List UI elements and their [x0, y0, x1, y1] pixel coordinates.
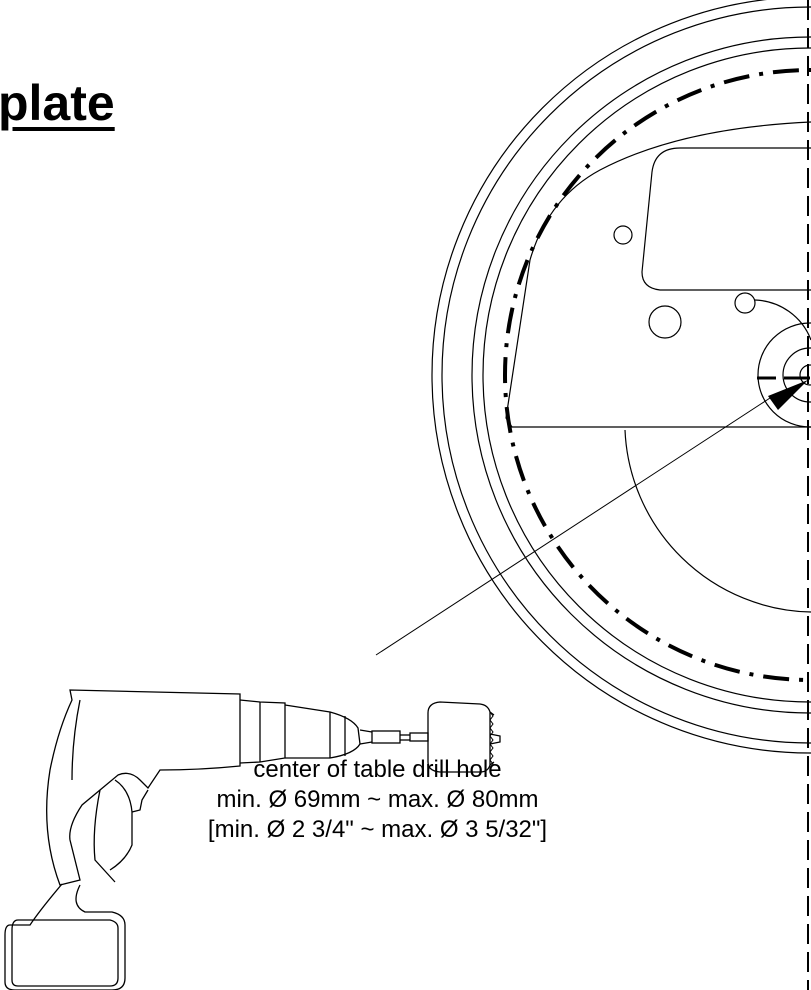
drill-hole-caption: center of table drill hole min. Ø 69mm ~… [150, 755, 605, 845]
plate-hole-large [648, 305, 682, 339]
hole-saw-teeth [489, 711, 494, 769]
table-inner-ring [471, 36, 811, 714]
plate-window [641, 147, 811, 291]
table-inner-ring-inner [482, 47, 811, 703]
inner-lower-arc [624, 429, 811, 613]
plate-cutout-arc [754, 299, 811, 341]
bolt-circle-centerline [503, 68, 811, 682]
caption-line-1: center of table drill hole [253, 756, 502, 783]
mounting-plate [505, 121, 811, 428]
plate-hole-small [613, 225, 633, 245]
caption-line-2: min. Ø 69mm ~ max. Ø 80mm [216, 786, 539, 813]
power-drill-icon [4, 689, 501, 990]
table-outer-ring [431, 0, 811, 754]
leader-line [375, 397, 771, 656]
plate-hole-medium [734, 292, 756, 314]
hub-center-circle [799, 364, 811, 386]
page-title: plate [0, 75, 115, 131]
caption-line-3: [min. Ø 2 3/4" ~ max. Ø 3 5/32"] [207, 816, 548, 843]
leader-arrowhead [768, 380, 808, 410]
table-outer-ring-inner [441, 6, 811, 744]
hub-inner-circle [782, 347, 811, 403]
hub-outer-circle [757, 322, 811, 428]
